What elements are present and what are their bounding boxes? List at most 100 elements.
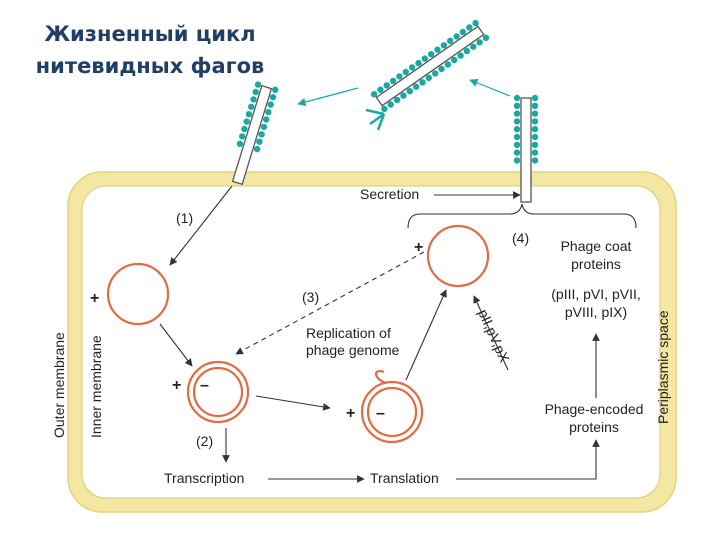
proteins-feedback-arrow [473, 295, 509, 371]
coat-protein-dot [453, 33, 460, 40]
coat-protein-dot [400, 92, 407, 99]
coat-protein-dot [239, 133, 246, 140]
inner-membrane-label: Inner membrane [88, 335, 104, 438]
coat-protein-dot [272, 86, 279, 94]
phage-tail-fibers [365, 108, 386, 131]
coat-protein-dot [383, 82, 390, 89]
periplasmic-space-label: Periplasmic space [655, 310, 671, 424]
translation-label: Translation [370, 470, 439, 486]
rf-to-replication-arrow [255, 395, 331, 411]
coat-protein-dot [252, 88, 259, 96]
outer-membrane-label: Outer membrane [51, 332, 67, 438]
coat-protein-dot [250, 96, 257, 103]
coat-protein-dot [387, 101, 394, 108]
coat-protein-dot [265, 108, 272, 116]
coat-protein-dot [466, 24, 473, 31]
coat-protein-dot [415, 59, 422, 67]
replication-label-line2: phage genome [306, 342, 400, 358]
title-line-1: Жизненный цикл [44, 22, 256, 46]
coat-protein-dot [447, 37, 454, 44]
step2-label: (2) [196, 433, 213, 449]
title-line-2: нитевидных фагов [35, 54, 265, 78]
coat-protein-dot [432, 70, 439, 77]
coat-protein-dot [531, 102, 539, 110]
minus-sign-replicating: – [376, 405, 385, 422]
coat-protein-dot [476, 39, 483, 46]
coat-protein-dot [241, 125, 248, 133]
step1-label: (1) [176, 210, 193, 226]
coat-protein-dot [513, 110, 521, 117]
coat-protein-dot [406, 88, 413, 95]
coat-protein-dot [256, 138, 263, 145]
phage-filament-entering [231, 84, 273, 186]
phage-secretion-arrow [469, 78, 511, 97]
replicating-rf-circle [360, 370, 424, 444]
coat-protein-dot [393, 96, 401, 104]
coat-protein-dot [531, 110, 539, 117]
coat-protein-dot [531, 141, 539, 148]
phage-filaments [231, 19, 539, 203]
coat-protein-dot [513, 141, 521, 148]
step1-arrow [169, 185, 233, 266]
coat-protein-dot [402, 68, 409, 76]
step3-label: (3) [302, 289, 319, 305]
coat-protein-dot [531, 94, 539, 102]
coat-protein-dot [472, 19, 479, 27]
coat-protein-dot [513, 102, 521, 110]
coat-protein-dot [434, 46, 441, 53]
coat-protein-dot [370, 91, 378, 98]
coat-protein-dot [269, 94, 277, 101]
coat-protein-dot [381, 105, 388, 113]
translation-to-encoded-arrow [456, 439, 600, 480]
step4-label: (4) [512, 230, 529, 246]
slide-title: Жизненный цикл нитевидных фагов [20, 18, 280, 82]
coat-protein-dot [513, 118, 521, 125]
plus-sign-replicating: + [346, 405, 355, 422]
phage-release-arrow [297, 87, 359, 107]
coat-protein-dot [389, 77, 397, 85]
coat-protein-dot [482, 34, 490, 41]
coat-protein-dot [513, 94, 521, 102]
coat-protein-dot [463, 47, 471, 55]
phage-filament-released [375, 25, 485, 107]
circle1-to-rf-arrow [159, 323, 193, 367]
coat-protein-dot [243, 118, 250, 125]
coat-protein-dot [531, 157, 539, 164]
coat-protein-dot [258, 131, 265, 138]
coat-protein-dot [412, 83, 420, 90]
coat-protein-dot [513, 157, 521, 164]
replication-to-progeny-arrow [405, 289, 447, 381]
plus-sign-progeny: + [414, 239, 423, 256]
coat-protein-dot [253, 145, 261, 153]
coat-protein-dot [260, 123, 268, 131]
step4-brace [407, 203, 637, 229]
coat-protein-dot [377, 86, 384, 93]
rf-dsdna-circle [186, 360, 250, 424]
coat-protein-dot [408, 64, 416, 71]
coat-protein-dot [513, 133, 521, 141]
coat-protein-dot [444, 61, 452, 68]
coat-protein-dot [457, 52, 464, 59]
ssdna-circle-progeny [426, 224, 490, 288]
coat-protein-dot [254, 81, 262, 88]
coat-protein-dot [245, 111, 253, 118]
coat-protein-dot [425, 74, 432, 82]
phage-coat-dots [236, 19, 539, 164]
plus-sign-incoming: + [90, 290, 99, 307]
coat-proteins-line3: (pIII, pVI, pVII, [551, 286, 640, 302]
coat-protein-dot [531, 133, 539, 141]
coat-protein-dot [459, 28, 467, 36]
coat-protein-dot [267, 101, 274, 108]
coat-protein-dot [531, 118, 539, 125]
transcription-label: Transcription [164, 470, 244, 486]
phage-filament-secreted [520, 97, 532, 203]
ssdna-circle-incoming [106, 262, 170, 326]
secretion-label: Secretion [360, 186, 419, 202]
coat-protein-dot [470, 43, 477, 50]
coat-protein-dot [428, 51, 435, 58]
coat-protein-dot [236, 140, 244, 147]
coat-protein-dot [440, 42, 448, 49]
encoded-proteins-line1: Phage-encoded [545, 401, 644, 417]
coat-protein-dot [248, 103, 255, 111]
